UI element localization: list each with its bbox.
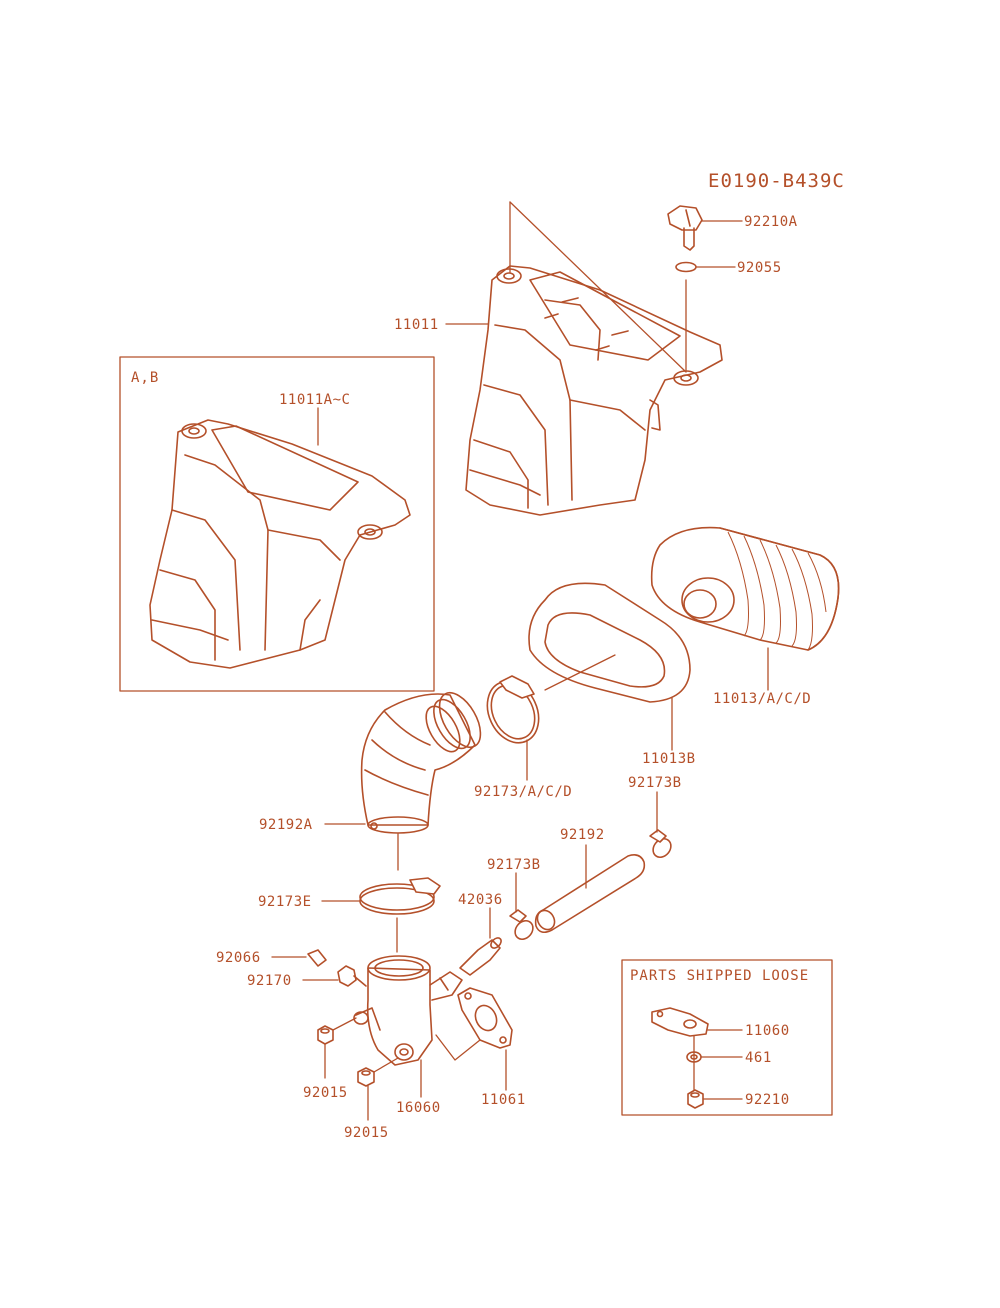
hose-clamp-92173b-top xyxy=(649,829,672,859)
label-92170: 92170 xyxy=(247,973,292,989)
nut-92015-a xyxy=(317,1025,334,1045)
breather-hose-92192 xyxy=(534,854,646,934)
label-92192a: 92192A xyxy=(259,817,313,833)
label-92173e: 92173E xyxy=(258,894,312,910)
inset-box-ab: A,B 11011A~C xyxy=(119,356,435,692)
label-92015-a: 92015 xyxy=(303,1085,348,1101)
intake-pipe-16060 xyxy=(353,955,463,1066)
label-92192: 92192 xyxy=(560,827,605,843)
elbow-hose-92192a xyxy=(360,692,482,834)
label-92173acd: 92173/A/C/D xyxy=(474,784,572,800)
label-11060: 11060 xyxy=(745,1023,790,1039)
hose-clamp-92173b-mid xyxy=(509,909,534,941)
label-11013b: 11013B xyxy=(642,751,696,767)
label-42036: 42036 xyxy=(458,892,503,908)
wing-bolt-92210a xyxy=(667,205,703,251)
leader-filter-axis xyxy=(544,654,616,691)
washer-92055 xyxy=(675,261,697,273)
filter-element-11013 xyxy=(650,526,840,651)
label-92173b-top: 92173B xyxy=(628,775,682,791)
hose-clamp-92173acd xyxy=(486,675,540,744)
loose-parts-box: PARTS SHIPPED LOOSE 11060 461 92210 xyxy=(621,959,833,1116)
air-cleaner-cover-inset xyxy=(149,419,411,669)
label-92055: 92055 xyxy=(737,260,782,276)
hose-clamp-92173e xyxy=(359,877,441,915)
label-92210a: 92210A xyxy=(744,214,798,230)
loose-parts-frame xyxy=(621,959,833,1116)
leader-11011-diagonal xyxy=(509,201,687,373)
label-92210: 92210 xyxy=(745,1092,790,1108)
label-11013: 11013/A/C/D xyxy=(713,691,811,707)
nut-92015-b xyxy=(357,1067,375,1087)
cap-92066 xyxy=(307,949,327,967)
nut-92210 xyxy=(687,1089,704,1109)
label-11011: 11011 xyxy=(394,317,439,333)
label-461: 461 xyxy=(745,1050,772,1066)
label-11061: 11061 xyxy=(481,1092,526,1108)
inset-box-frame xyxy=(119,356,435,692)
label-92066: 92066 xyxy=(216,950,261,966)
label-16060: 16060 xyxy=(396,1100,441,1116)
loose-parts-title: PARTS SHIPPED LOOSE xyxy=(630,968,809,984)
inset-box-label: A,B xyxy=(131,370,159,386)
gasket-11061 xyxy=(457,987,513,1049)
gasket-11060 xyxy=(651,1007,709,1037)
leader-nut-a-axis xyxy=(332,1017,357,1031)
label-11011a-c: 11011A~C xyxy=(279,392,350,408)
label-92173b-mid: 92173B xyxy=(487,857,541,873)
leader-gasket-stud xyxy=(435,1034,481,1061)
air-cleaner-cover-main xyxy=(465,265,723,516)
nipple-42036 xyxy=(459,937,502,976)
leader-nut-b-axis xyxy=(373,1057,399,1073)
diagram-code: E0190-B439C xyxy=(708,170,845,192)
fitting-92170 xyxy=(337,965,367,987)
label-92015-b: 92015 xyxy=(344,1125,389,1141)
pre-filter-11013b xyxy=(528,582,691,703)
